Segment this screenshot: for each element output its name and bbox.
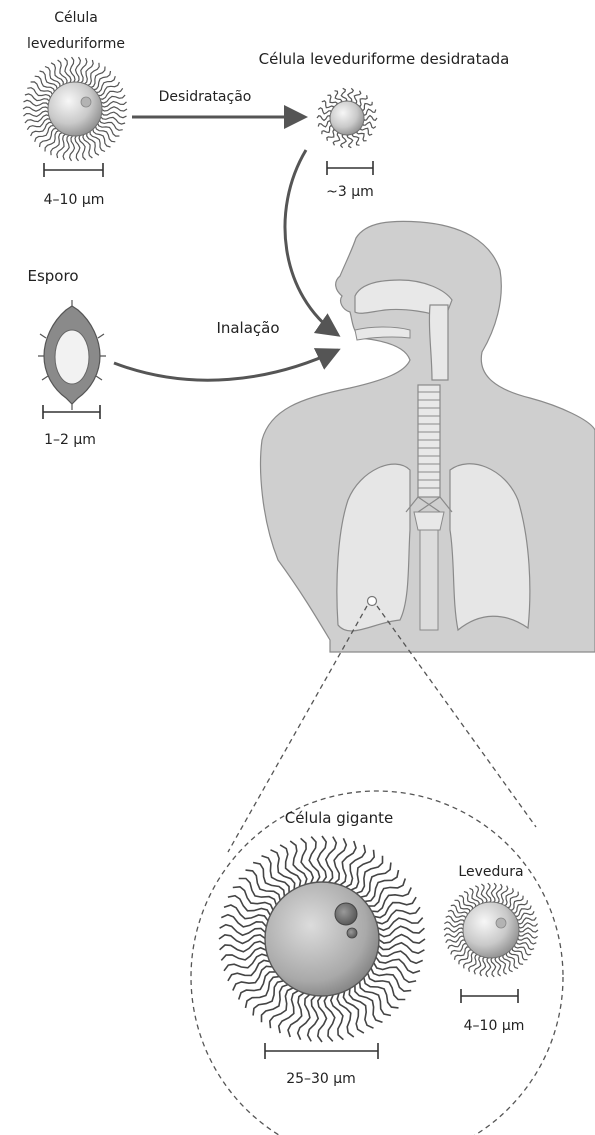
capsule-bristle bbox=[76, 57, 81, 83]
capsule-bristle bbox=[341, 134, 347, 148]
dehydrated-cell-scale-label: ~3 µm bbox=[326, 184, 374, 200]
capsule-bristle bbox=[451, 905, 468, 916]
alveolus-marker bbox=[368, 597, 377, 606]
zoom-circle bbox=[191, 791, 563, 1135]
capsule-bristle bbox=[253, 863, 284, 898]
capsule-bristle bbox=[318, 108, 331, 114]
spore-label: Esporo bbox=[27, 267, 78, 285]
capsule-bristle bbox=[444, 922, 464, 927]
capsule-bristle bbox=[317, 116, 331, 121]
capsule-bristle bbox=[327, 130, 337, 141]
yeast-cell-scale-label: 4–10 µm bbox=[44, 192, 105, 208]
giant-cell-bud bbox=[347, 928, 357, 938]
capsule-bristle bbox=[70, 135, 75, 161]
capsule-bristle bbox=[514, 944, 531, 955]
giant-cell-label: Célula gigante bbox=[285, 809, 394, 827]
capsule-bristle bbox=[24, 100, 50, 106]
yeast-body bbox=[463, 902, 519, 958]
capsule-bristle bbox=[339, 841, 356, 886]
capsule-bristle bbox=[271, 850, 295, 891]
yeast-cell-group: Célula leveduriforme 4–10 µm bbox=[23, 10, 127, 208]
yeast-cell-label-line1: Célula bbox=[54, 10, 98, 26]
capsule-bristle bbox=[233, 966, 274, 990]
capsule-bristle bbox=[518, 933, 538, 938]
capsule-bristle bbox=[224, 905, 269, 922]
yeast-nucleus bbox=[496, 918, 506, 928]
capsule-bristle bbox=[322, 126, 334, 135]
dehydrated-cell-body bbox=[330, 101, 364, 135]
yeast-cell-nucleus bbox=[81, 97, 91, 107]
capsule-bristle bbox=[360, 981, 391, 1016]
inhalation-label: Inalação bbox=[216, 319, 279, 337]
inhalation-arrow bbox=[114, 350, 338, 380]
yeast-cell-scale-bar bbox=[44, 163, 103, 177]
capsule-bristle bbox=[375, 956, 420, 973]
capsule-bristle bbox=[377, 918, 423, 931]
capsule-bristle bbox=[349, 988, 373, 1029]
capsule-bristle bbox=[318, 121, 331, 127]
capsule-bristle bbox=[301, 838, 314, 884]
yeast-group: Levedura 4–10 µm bbox=[444, 864, 538, 1034]
spore-scale-label: 1–2 µm bbox=[44, 432, 96, 448]
giant-cell-body bbox=[265, 882, 379, 996]
capsule-bristle bbox=[486, 957, 491, 977]
capsule-bristle bbox=[335, 91, 342, 104]
spore-group: Esporo 1–2 µm bbox=[27, 267, 106, 448]
capsule-bristle bbox=[101, 112, 127, 118]
capsule-bristle bbox=[362, 122, 375, 128]
capsule-bristle bbox=[364, 870, 399, 901]
yeast-cell-label-line2: leveduriforme bbox=[27, 36, 125, 52]
giant-cell-group: Célula gigante 25–30 µm bbox=[219, 809, 425, 1087]
capsule-bristle bbox=[331, 994, 344, 1040]
yeast-scale-label: 4–10 µm bbox=[464, 1018, 525, 1034]
capsule-bristle bbox=[341, 88, 347, 102]
capsule-bristle bbox=[347, 134, 353, 148]
capsule-bristle bbox=[363, 116, 377, 121]
capsule-bristle bbox=[361, 102, 373, 111]
pharynx bbox=[429, 305, 448, 380]
airborne-arrow bbox=[285, 150, 338, 335]
carina bbox=[414, 512, 444, 530]
capsule-bristle bbox=[491, 883, 496, 903]
yeast-scale-bar bbox=[461, 989, 518, 1003]
capsule-bristle bbox=[503, 888, 513, 906]
capsule-bristle bbox=[352, 133, 359, 146]
giant-cell-nucleus bbox=[335, 903, 357, 925]
yeast-cell-body bbox=[48, 82, 102, 136]
dehydration-label: Desidratação bbox=[159, 89, 252, 105]
mediastinum bbox=[420, 530, 438, 630]
dehydrated-cell-group: Célula leveduriforme desidratada ~3 µm bbox=[259, 50, 510, 200]
giant-cell-scale-label: 25–30 µm bbox=[286, 1071, 356, 1087]
capsule-bristle bbox=[469, 954, 479, 972]
spore-core bbox=[55, 330, 89, 384]
giant-cell-scale-bar bbox=[265, 1043, 378, 1059]
dehydrated-cell-label: Célula leveduriforme desidratada bbox=[259, 50, 510, 68]
capsule-bristle bbox=[371, 888, 412, 912]
dehydrated-cell-scale-bar bbox=[327, 161, 373, 175]
capsule-bristle bbox=[221, 948, 267, 961]
capsule-bristle bbox=[348, 88, 354, 102]
capsule-bristle bbox=[362, 109, 375, 115]
human-silhouette bbox=[261, 221, 595, 652]
capsule-bristle bbox=[246, 977, 281, 1008]
capsule-bristle bbox=[288, 992, 305, 1037]
yeast-label: Levedura bbox=[458, 864, 523, 880]
capsule-bristle bbox=[358, 95, 368, 106]
